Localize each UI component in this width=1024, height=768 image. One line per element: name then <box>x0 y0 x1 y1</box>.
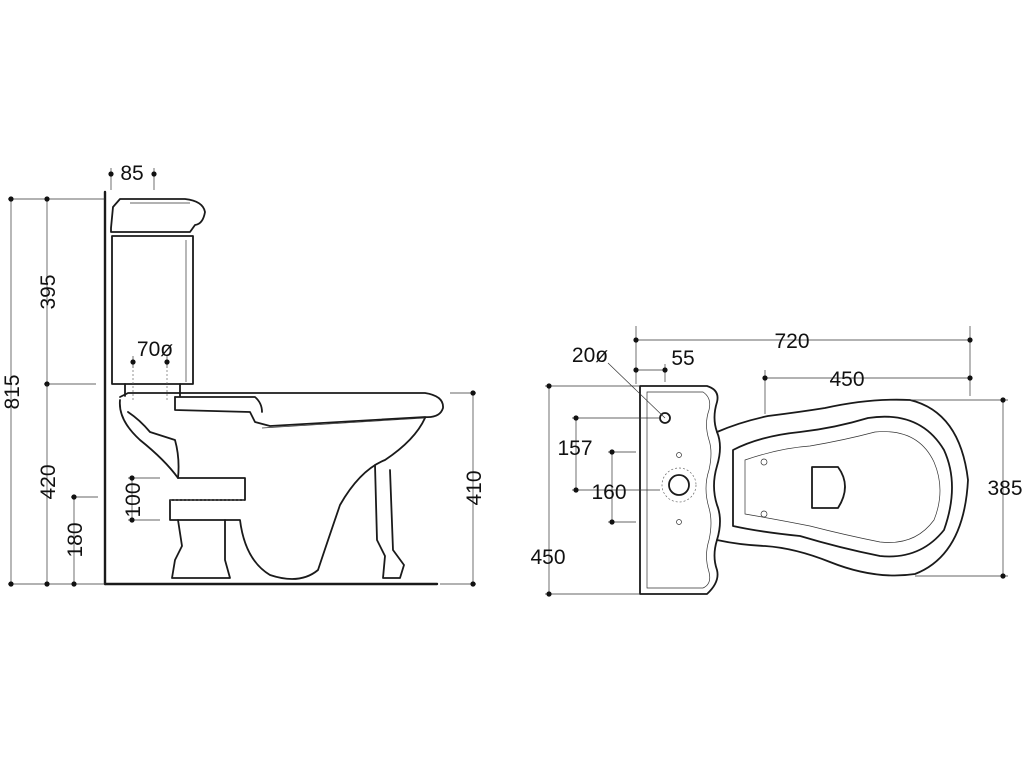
dim-hole-spacing-a: 157 <box>557 437 592 460</box>
dim-cistern-height: 395 <box>37 274 60 309</box>
toilet-seat <box>119 392 444 427</box>
dim-total-height: 815 <box>1 374 24 409</box>
bowl-pedestal <box>171 519 231 579</box>
dim-hole-diameter: 20ø <box>572 344 608 367</box>
side-view: 815 395 420 180 85 70ø 10 <box>1 162 486 587</box>
cistern-lid <box>110 198 206 233</box>
dim-cistern-width: 450 <box>530 546 565 569</box>
dim-bowl-width: 385 <box>987 477 1022 500</box>
dim-bowl-height: 410 <box>463 470 486 505</box>
bowl-outline <box>716 398 969 577</box>
cistern-body <box>111 235 194 385</box>
dim-seat-height: 420 <box>37 464 60 499</box>
dim-connector-diameter: 70ø <box>137 338 173 361</box>
flush-hole <box>668 474 690 496</box>
top-view: 720 450 55 20ø 157 160 <box>530 326 1023 597</box>
cistern-outline <box>639 385 721 595</box>
dim-hole-offset: 55 <box>671 347 694 370</box>
dim-bowl-length: 450 <box>829 368 864 391</box>
dim-hole-spacing-b: 160 <box>591 481 626 504</box>
bowl-outlet <box>811 466 846 509</box>
dim-outlet-diameter: 100 <box>122 482 145 517</box>
dim-cistern-depth: 85 <box>120 162 143 185</box>
dim-outlet-height: 180 <box>64 522 87 557</box>
toilet-bowl <box>118 399 426 580</box>
dim-overall-length: 720 <box>774 330 809 353</box>
